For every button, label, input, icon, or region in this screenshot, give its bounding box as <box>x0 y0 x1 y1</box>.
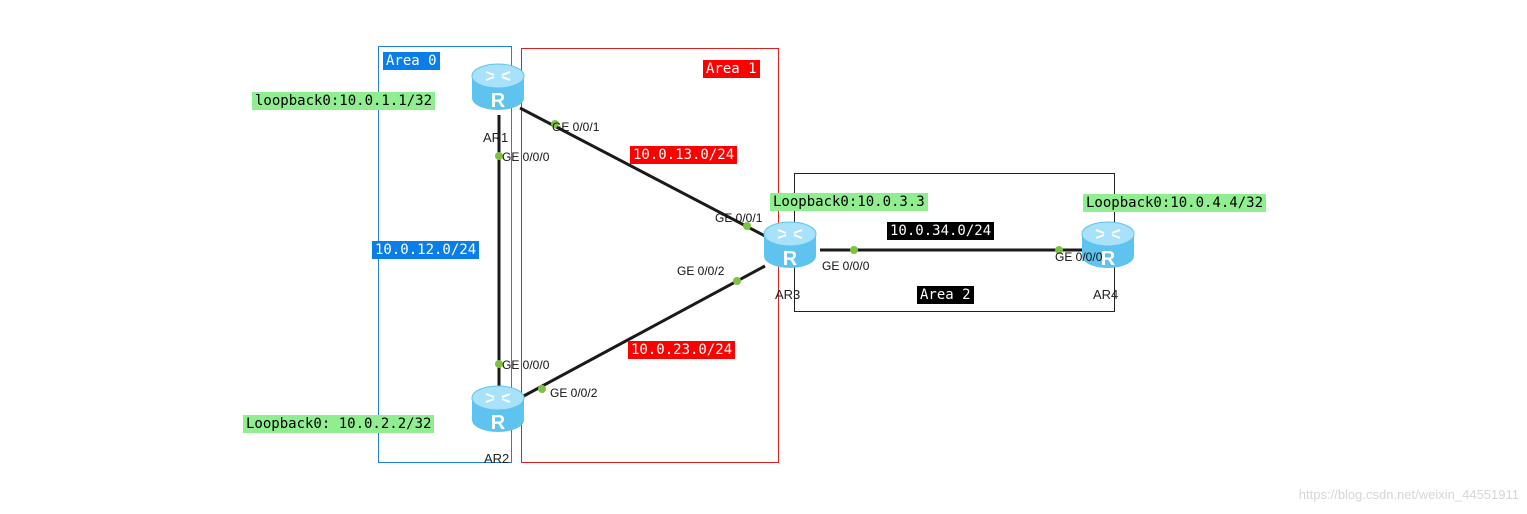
subnet-ar1-ar3: 10.0.13.0/24 <box>630 146 738 164</box>
watermark: https://blog.csdn.net/weixin_44551911 <box>1298 487 1519 502</box>
port-ar2-ge002: GE 0/0/2 <box>550 386 598 400</box>
loopback-ar2: Loopback0: 10.0.2.2/32 <box>243 415 435 433</box>
port-dot-ar3-ge001 <box>743 222 751 230</box>
router-icon[interactable]: R <box>470 384 526 434</box>
router-letter: R <box>491 90 506 112</box>
area-0-label: Area 0 <box>383 52 440 70</box>
port-ar1-ge000: GE 0/0/0 <box>502 150 550 164</box>
router-name-ar1: AR1 <box>483 130 509 145</box>
area-2-label: Area 2 <box>917 286 974 304</box>
port-dot-ar2-ge002 <box>538 385 546 393</box>
port-ar4-ge000: GE 0/0/0 <box>1055 250 1103 264</box>
router-icon[interactable]: R <box>470 62 526 112</box>
port-ar1-ge001: GE 0/0/1 <box>552 120 600 134</box>
subnet-ar3-ar4: 10.0.34.0/24 <box>887 222 995 240</box>
port-dot-ar1-ge001 <box>551 120 559 128</box>
router-letter: R <box>783 248 798 270</box>
subnet-ar1-ar2: 10.0.12.0/24 <box>372 241 480 259</box>
link-ar2-ar3 <box>519 264 766 400</box>
router-name-ar4: AR4 <box>1093 287 1119 302</box>
port-ar2-ge000: GE 0/0/0 <box>502 358 550 372</box>
router-icon[interactable]: R <box>1080 220 1136 270</box>
port-ar3-ge001: GE 0/0/1 <box>715 211 763 225</box>
router-icon[interactable]: R <box>762 220 818 270</box>
port-ar3-ge000: GE 0/0/0 <box>822 259 870 273</box>
router-letter: R <box>1101 248 1116 270</box>
port-dot-ar4-ge000 <box>1055 246 1063 254</box>
area-1-label: Area 1 <box>703 60 760 78</box>
link-ar1-ar3 <box>519 106 766 238</box>
port-dot-ar3-ge000 <box>850 246 858 254</box>
router-name-ar2: AR2 <box>484 451 510 466</box>
loopback-ar3: Loopback0:10.0.3.3 <box>770 193 928 211</box>
port-dot-ar2-ge000 <box>495 360 503 368</box>
loopback-ar4: Loopback0:10.0.4.4/32 <box>1083 194 1267 212</box>
port-dot-ar1-ge000 <box>495 152 503 160</box>
router-letter: R <box>491 412 506 434</box>
port-dot-ar3-ge002 <box>733 277 741 285</box>
router-name-ar3: AR3 <box>775 287 801 302</box>
loopback-ar1: loopback0:10.0.1.1/32 <box>252 92 436 110</box>
port-ar3-ge002: GE 0/0/2 <box>677 264 725 278</box>
subnet-ar2-ar3: 10.0.23.0/24 <box>628 341 736 359</box>
